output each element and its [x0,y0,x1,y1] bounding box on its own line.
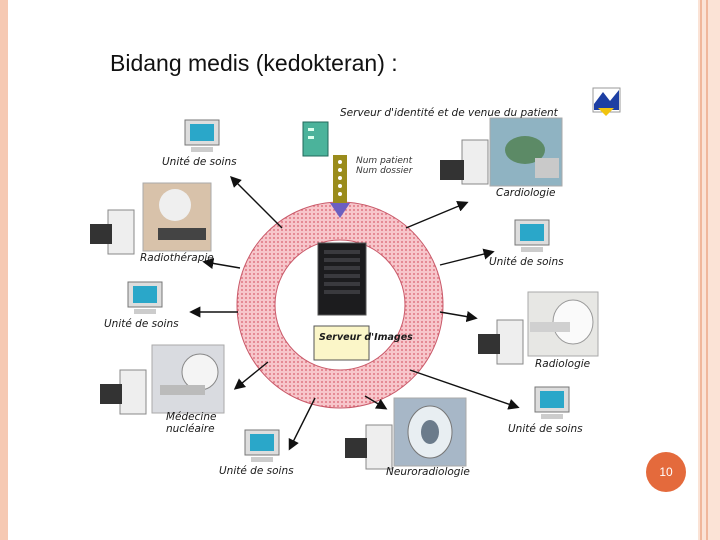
neuroradiology-photo [393,397,467,467]
cardiology-photo [489,117,563,187]
monitor-icon-4 [534,386,570,419]
ring [237,202,443,408]
patient-number-label: Num patient [356,156,413,166]
monitor-icon-5 [244,429,280,462]
monitor-icon-1 [184,119,220,152]
workstation-icon-neuro [345,424,393,470]
unite-soins-label-3: Unité de soins [104,318,179,330]
unite-soins-label-1: Unité de soins [162,156,237,168]
slide-title: Bidang medis (kedokteran) : [110,50,398,76]
cardiologie-label: Cardiologie [496,187,556,199]
monitor-icon-2 [514,219,550,252]
workstation-icon-nuclear [100,369,147,415]
right-border [698,0,720,540]
central-server-label: Serveur d'Images [319,332,413,343]
medecine-nucleaire-label: Médecine nucléaire [166,411,217,435]
central-server-icon [317,242,367,316]
patient-data-arrow [330,155,350,218]
monitor-icon-3 [127,281,163,314]
logo-icon [592,87,621,116]
connection-arrows [189,176,520,451]
workstation-icon-cardio [440,139,489,185]
central-server-label-box [313,325,370,361]
unite-soins-label-5: Unité de soins [219,465,294,477]
identity-server-icon [302,121,329,157]
nuclear-medicine-photo [151,344,225,414]
radiology-photo [527,291,599,357]
file-number-label: Num dossier [356,166,413,176]
workstation-icon-radiotherapy [90,209,135,255]
radiotherapy-photo [142,182,212,252]
slide-number-badge: 10 [646,452,686,492]
left-border [0,0,8,540]
radiologie-label: Radiologie [535,358,591,370]
unite-soins-label-2: Unité de soins [489,256,564,268]
unite-soins-label-4: Unité de soins [508,423,583,435]
neuroradiologie-label: Neuroradiologie [386,466,470,478]
workstation-icon-radiology [478,319,524,365]
identity-server-label: Serveur d'identité et de venue du patien… [340,107,558,119]
radiotherapie-label: Radiothérapie [140,252,214,264]
